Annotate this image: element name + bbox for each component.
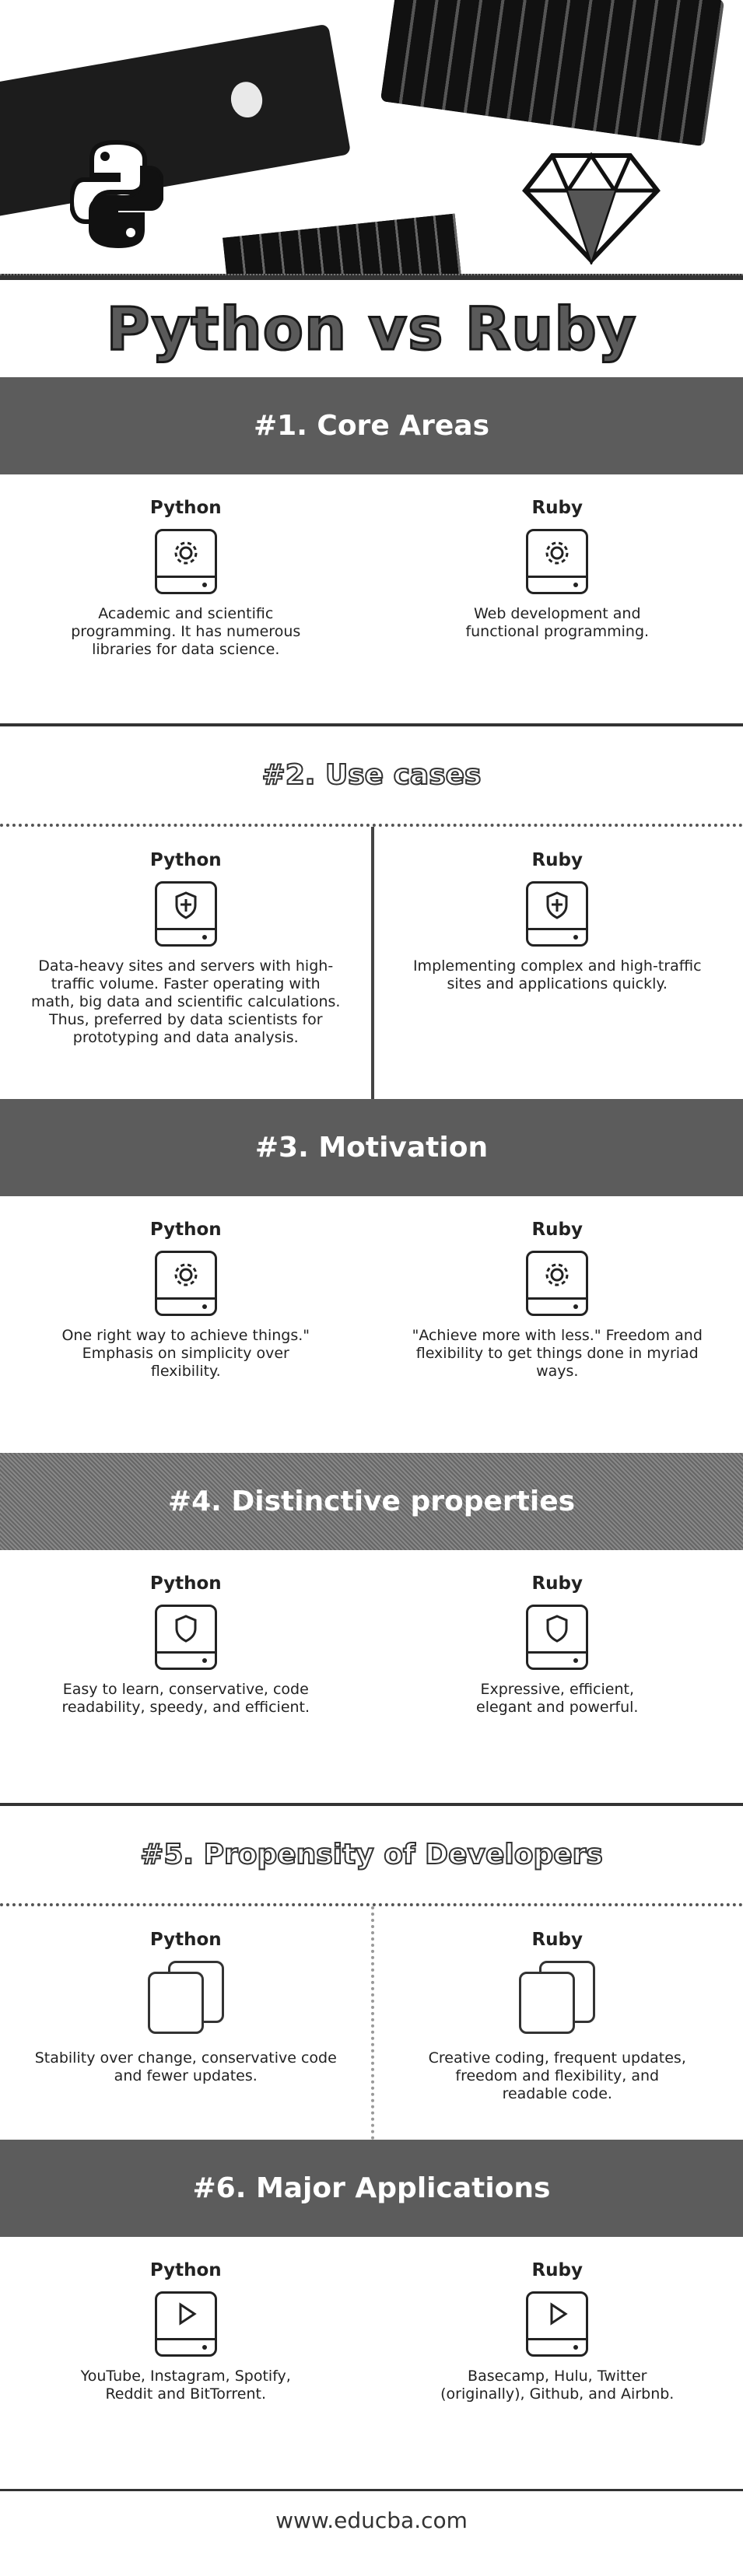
python-description: Easy to learn, conservative, code readab… bbox=[61, 1681, 310, 1716]
hero-border bbox=[0, 274, 743, 280]
python-description: Stability over change, conservative code… bbox=[34, 2049, 337, 2084]
python-logo-icon bbox=[70, 139, 163, 249]
comparison-row-6: Python YouTube, Instagram, Spotify, Redd… bbox=[0, 2237, 743, 2489]
column-title-python: Python bbox=[149, 2260, 222, 2280]
keyboard-image-bottom bbox=[223, 213, 462, 280]
ruby-column: Ruby Web development and functional prog… bbox=[372, 474, 743, 723]
python-description: One right way to achieve things." Emphas… bbox=[61, 1327, 310, 1380]
shield-icon bbox=[154, 1605, 217, 1670]
ruby-description: Basecamp, Hulu, Twitter (originally), Gi… bbox=[440, 2368, 675, 2403]
column-title-python: Python bbox=[149, 850, 222, 870]
column-title-ruby: Ruby bbox=[531, 2260, 584, 2280]
python-column: Python Academic and scientific programmi… bbox=[0, 474, 372, 723]
shield-icon bbox=[526, 881, 589, 947]
shield-icon bbox=[526, 1605, 589, 1670]
ruby-description: Expressive, efficient, elegant and power… bbox=[476, 1681, 639, 1716]
ruby-column: Ruby Creative coding, frequent updates, … bbox=[372, 1906, 743, 2140]
ruby-column: Ruby Basecamp, Hulu, Twitter (originally… bbox=[372, 2237, 743, 2489]
column-title-ruby: Ruby bbox=[531, 850, 584, 870]
section-heading-5: #5. Propensity of Developers bbox=[0, 1806, 743, 1906]
section-heading-2: #2. Use cases bbox=[0, 726, 743, 827]
ruby-description: Implementing complex and high-traffic si… bbox=[412, 957, 702, 992]
comparison-row-3: Python One right way to achieve things."… bbox=[0, 1196, 743, 1453]
footer-url: www.educba.com bbox=[0, 2489, 743, 2550]
column-title-python: Python bbox=[149, 498, 222, 518]
python-column: Python Easy to learn, conservative, code… bbox=[0, 1550, 372, 1803]
python-column: Python Stability over change, conservati… bbox=[0, 1906, 372, 2140]
play-icon bbox=[154, 2291, 217, 2357]
section-separator bbox=[0, 723, 743, 726]
comparison-row-1: Python Academic and scientific programmi… bbox=[0, 474, 743, 723]
comparison-row-5: Python Stability over change, conservati… bbox=[0, 1906, 743, 2140]
section-separator bbox=[0, 1803, 743, 1806]
ruby-gem-icon bbox=[522, 152, 661, 264]
play-icon bbox=[526, 2291, 589, 2357]
column-title-ruby: Ruby bbox=[531, 1930, 584, 1950]
gear-icon bbox=[154, 529, 217, 594]
section-heading-3: #3. Motivation bbox=[0, 1099, 743, 1196]
ruby-column: Ruby Expressive, efficient, elegant and … bbox=[372, 1550, 743, 1803]
python-description: YouTube, Instagram, Spotify, Reddit and … bbox=[80, 2368, 291, 2403]
comparison-row-4: Python Easy to learn, conservative, code… bbox=[0, 1550, 743, 1803]
python-description: Data-heavy sites and servers with high-t… bbox=[31, 957, 341, 1046]
column-title-python: Python bbox=[149, 1573, 222, 1594]
stacked-drives-icon bbox=[514, 1961, 600, 2039]
apple-logo bbox=[228, 79, 265, 121]
gear-icon bbox=[526, 1251, 589, 1316]
page-title: Python vs Ruby bbox=[105, 293, 637, 365]
shield-icon bbox=[154, 881, 217, 947]
gear-icon bbox=[154, 1251, 217, 1316]
ruby-column: Ruby Implementing complex and high-traff… bbox=[372, 827, 743, 1099]
column-title-ruby: Ruby bbox=[531, 498, 584, 518]
ruby-description: "Achieve more with less." Freedom and fl… bbox=[412, 1327, 703, 1380]
stacked-drives-icon bbox=[143, 1961, 229, 2039]
ruby-description: Web development and functional programmi… bbox=[465, 605, 650, 640]
python-column: Python Data-heavy sites and servers with… bbox=[0, 827, 372, 1099]
column-title-ruby: Ruby bbox=[531, 1573, 584, 1594]
laptop-image bbox=[0, 23, 352, 218]
column-divider bbox=[371, 1906, 374, 2140]
column-title-python: Python bbox=[149, 1930, 222, 1950]
hero-image bbox=[0, 0, 743, 280]
ruby-column: Ruby "Achieve more with less." Freedom a… bbox=[372, 1196, 743, 1453]
column-divider bbox=[371, 827, 374, 1099]
keyboard-image bbox=[380, 0, 725, 147]
section-heading-4: #4. Distinctive properties bbox=[0, 1453, 743, 1550]
column-title-python: Python bbox=[149, 1220, 222, 1240]
section-heading-1: #1. Core Areas bbox=[0, 377, 743, 474]
comparison-row-2: Python Data-heavy sites and servers with… bbox=[0, 827, 743, 1099]
ruby-description: Creative coding, frequent updates, freed… bbox=[428, 2049, 686, 2102]
python-description: Academic and scientific programming. It … bbox=[71, 605, 301, 658]
column-title-ruby: Ruby bbox=[531, 1220, 584, 1240]
python-column: Python One right way to achieve things."… bbox=[0, 1196, 372, 1453]
python-column: Python YouTube, Instagram, Spotify, Redd… bbox=[0, 2237, 372, 2489]
gear-icon bbox=[526, 529, 589, 594]
section-heading-6: #6. Major Applications bbox=[0, 2140, 743, 2237]
